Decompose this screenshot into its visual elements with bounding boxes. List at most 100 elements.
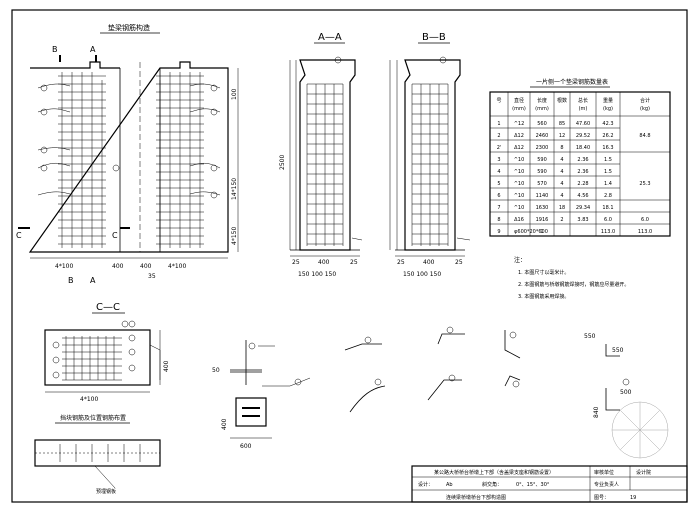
dim-cc-bottom: 4*100 [80, 396, 98, 403]
dim-aa-bottom-1: 25 [292, 259, 300, 266]
title-block-val-sheet: 19 [630, 495, 636, 501]
dim-left-vert-14x150: 14*150 [231, 178, 238, 200]
table-cell: 2.36 [577, 157, 588, 163]
table-title: 一片侧一个垫梁钢筋数量表 [536, 78, 608, 86]
left-view-title: 垫梁钢筋构造 [108, 23, 150, 32]
table-cell: 42.3 [602, 121, 613, 127]
note-2: 2. 本图钢筋与桥墩钢筋焊接时，钢筋应尽量避开。 [518, 281, 629, 288]
table-cell: Δ12 [514, 133, 524, 139]
section-a-a-view: A—A 25 400 25 150 100 150 2500 [279, 32, 363, 278]
dim-bb-bottom-2: 400 [423, 259, 435, 266]
dim-left-bottom-2: 400 [112, 263, 124, 270]
table-cell: ^10 [514, 169, 525, 175]
section-marker-b-top: B [52, 45, 58, 54]
section-marker-c-left: C [16, 231, 22, 240]
dim-left-bottom-1: 4*100 [55, 263, 73, 270]
table-cell: 6 [497, 193, 500, 199]
table-cell: 16.3 [602, 145, 613, 151]
section-marker-c-mid: C [112, 231, 118, 240]
table-cell: 3.83 [577, 217, 588, 223]
stopper-detail-title: 挡块钢筋及位置钢筋布置 [60, 414, 126, 422]
table-cell: 2460 [536, 133, 549, 139]
table-cell: 1.5 [604, 157, 612, 163]
dim-left-vert-4x150: 4*150 [231, 227, 238, 245]
rebar-quantity-table: 一片侧一个垫梁钢筋数量表 号直径(mm)长度(mm)根数总长(m)重量(kg)合… [489, 78, 671, 237]
dim-left-bottom-4: 4*100 [168, 263, 186, 270]
table-cell: 84.8 [639, 133, 650, 139]
table-cell: 2 [560, 217, 563, 223]
dim-detail-840: 840 [593, 406, 600, 418]
table-header-cell: 重量 [603, 97, 613, 104]
table-cell: Δ16 [514, 217, 524, 223]
sheet-border [11, 9, 688, 503]
table-cell: 1.5 [604, 169, 612, 175]
table-header-cell: 号 [496, 98, 501, 104]
embedded-plate-detail: 50 600 400 [212, 340, 311, 450]
table-cell: 7 [497, 205, 500, 211]
table-header-cell: (kg) [640, 106, 650, 112]
table-cell: 2 [497, 133, 500, 139]
dim-aa-bottom-2: 400 [318, 259, 330, 266]
dim-aa-bottom-sub: 150 100 150 [298, 271, 336, 278]
dim-detail-50: 50 [212, 367, 220, 374]
table-cell: 560 [537, 121, 547, 127]
table-cell: 2.36 [577, 169, 588, 175]
section-marker-b-bottom: B [68, 276, 74, 285]
dim-detail-400: 400 [221, 418, 228, 430]
table-header-cell: 总长 [578, 97, 588, 104]
title-block-label-design: 设计： [418, 481, 433, 488]
table-cell: 4 [560, 169, 563, 175]
table-cell: 85 [559, 121, 565, 127]
table-header-cell: 直径 [514, 97, 524, 104]
table-cell: 570 [537, 181, 547, 187]
dim-detail-550a: 550 [584, 333, 596, 340]
table-cell: 4 [560, 193, 563, 199]
dim-aa-vert-2500: 2500 [279, 155, 286, 170]
title-block-label-unit: 审核单位 [594, 469, 614, 476]
table-cell: 113.0 [638, 229, 652, 235]
bar-shape-details: 550 550 500 840 [344, 326, 632, 418]
table-cell: 590 [537, 157, 547, 163]
table-cell: ^10 [514, 157, 525, 163]
section-b-b-title: B—B [422, 32, 446, 43]
dim-left-vert-100: 100 [231, 88, 238, 100]
table-cell: φ600*20*600 [514, 229, 548, 235]
table-header-cell: (mm) [535, 106, 549, 112]
stopper-detail-note: 预埋钢板 [96, 488, 116, 495]
table-cell: 12 [559, 133, 565, 139]
title-block-project: 某公路大桥桥台桥墩上下部（含盖梁支座和钢筋设置） [434, 469, 554, 476]
title-block-val-unit: 设计院 [636, 469, 651, 476]
title-block-label-sheet: 图号： [594, 495, 609, 501]
table-cell: 2300 [536, 145, 549, 151]
table-cell: 1 [497, 121, 500, 127]
table-header-cell: (mm) [512, 106, 526, 112]
table-cell: ^10 [514, 181, 525, 187]
table-cell: 26.2 [602, 133, 613, 139]
table-cell: 2.28 [577, 181, 588, 187]
table-cell: 4 [560, 157, 563, 163]
table-cell: 8 [497, 217, 500, 223]
section-a-a-title: A—A [318, 32, 342, 43]
dim-bb-bottom-sub: 150 100 150 [403, 271, 441, 278]
table-cell: 18.40 [576, 145, 590, 151]
stopper-rebar-detail: 挡块钢筋及位置钢筋布置 预埋钢板 [34, 414, 161, 495]
section-c-c-title: C—C [96, 302, 120, 313]
table-header-cell: (kg) [603, 106, 613, 112]
table-cell: 25.3 [639, 181, 650, 187]
section-marker-a-top: A [90, 45, 96, 54]
table-cell: 113.0 [601, 229, 615, 235]
table-cell: 2.8 [604, 193, 612, 199]
table-cell: 29.34 [576, 205, 590, 211]
table-cell: 590 [537, 169, 547, 175]
table-cell: 3 [497, 157, 500, 163]
table-cell: 1916 [536, 217, 549, 223]
note-1: 1. 本图尺寸以毫米计。 [518, 269, 569, 276]
table-cell: 9 [497, 229, 500, 235]
dim-left-bottom-3: 400 [140, 263, 152, 270]
table-cell: ^10 [514, 193, 525, 199]
table-cell: ^10 [514, 205, 525, 211]
table-cell: 1.4 [604, 181, 612, 187]
table-cell: 6.0 [604, 217, 612, 223]
